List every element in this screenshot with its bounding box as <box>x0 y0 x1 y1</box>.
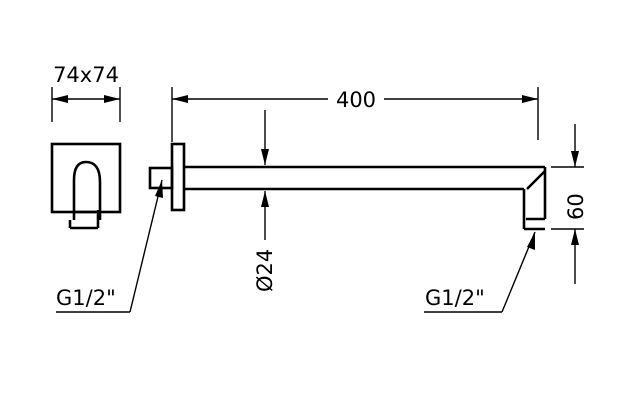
length-dimension: 400 <box>171 87 539 142</box>
right-thread-callout: G1/2" <box>424 231 536 313</box>
shower-arm-side-view <box>148 142 547 231</box>
flange-size-label: 74x74 <box>53 63 119 87</box>
flange-front-view: 74x74 <box>50 63 122 230</box>
drop-dimension: 60 <box>551 124 588 284</box>
flange-square <box>50 142 122 214</box>
diameter-dimension: Ø24 <box>253 110 277 292</box>
arm-diameter-label: Ø24 <box>253 249 277 292</box>
left-thread-label: G1/2" <box>56 286 116 310</box>
arm-length-label: 400 <box>336 88 376 112</box>
left-thread-callout: G1/2" <box>56 179 163 313</box>
wall-flange <box>170 142 186 212</box>
drop-height-label: 60 <box>564 193 588 220</box>
right-thread-label: G1/2" <box>425 286 485 310</box>
